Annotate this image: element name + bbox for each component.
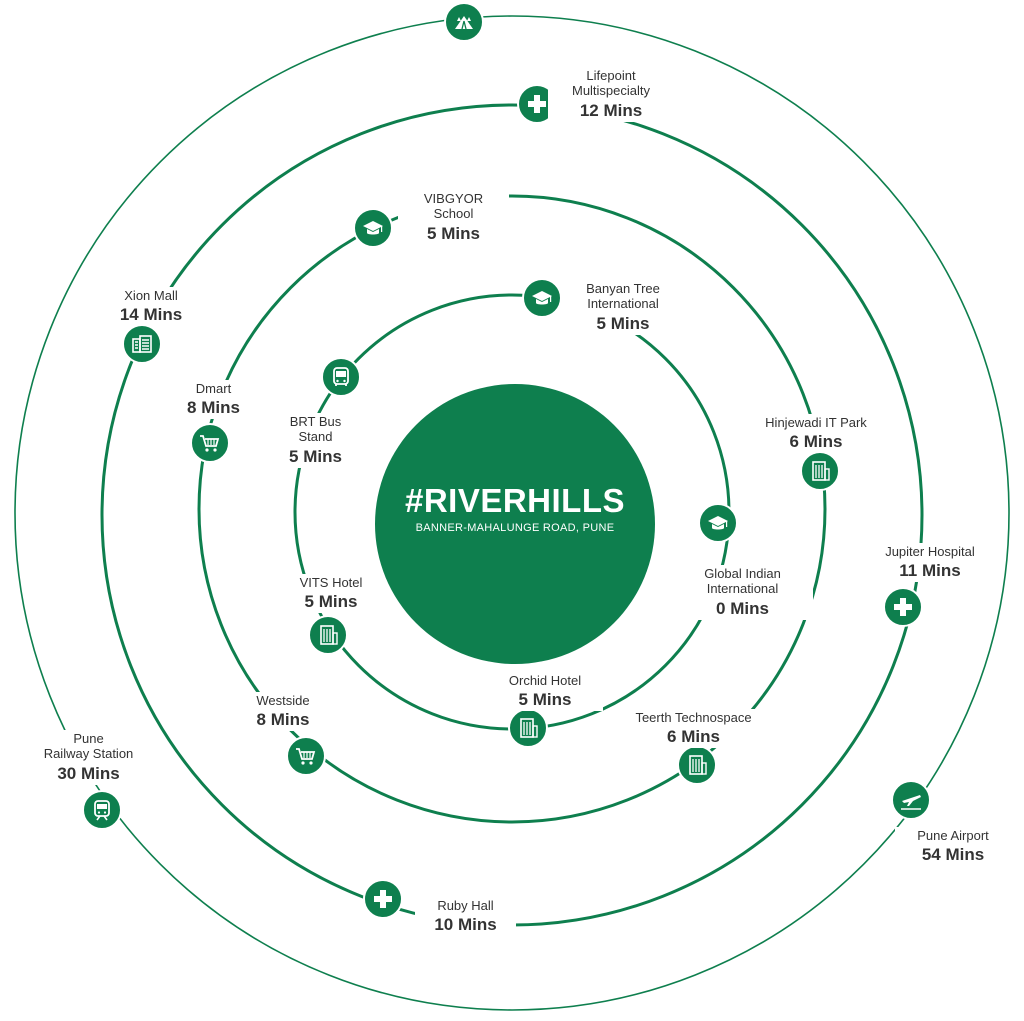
- school-icon: [708, 516, 728, 530]
- place-name: Ruby Hall: [437, 898, 494, 913]
- hinjewadi-label: Hinjewadi IT Park 6 Mins: [748, 414, 884, 454]
- travel-time: 5 Mins: [289, 446, 342, 466]
- building-icon: [320, 625, 338, 645]
- hospital-icon: [894, 598, 912, 616]
- project-address: BANNER-MAHALUNGE ROAD, PUNE: [415, 522, 615, 534]
- travel-time: 10 Mins: [434, 915, 497, 935]
- ring-3: [197, 194, 827, 824]
- travel-time: 12 Mins: [579, 100, 643, 120]
- building-icon: [812, 461, 830, 481]
- hospital-icon: [528, 95, 546, 113]
- place-name: VITS Hotel: [299, 575, 363, 590]
- building-icon: [689, 755, 707, 775]
- place-name: Teerth Technospace: [635, 710, 752, 725]
- plane-icon: [901, 795, 921, 810]
- xion-node: [122, 324, 162, 364]
- rubyhall-label: Ruby Hall 10 Mins: [415, 897, 516, 937]
- vits-label: VITS Hotel 5 Mins: [278, 574, 384, 614]
- place-name: BRT Bus Stand: [289, 414, 342, 445]
- dmart-node: [190, 423, 230, 463]
- vits-node: [308, 615, 348, 655]
- travel-time: 0 Mins: [716, 598, 769, 618]
- building-icon: [520, 718, 538, 738]
- place-name: Orchid Hotel: [508, 673, 582, 688]
- place-name: Jupiter Hospital: [885, 544, 975, 559]
- hospital-icon: [374, 890, 392, 908]
- hinjewadi-node: [800, 451, 840, 491]
- place-name: Pune Airport: [917, 828, 989, 843]
- orchid-node: [508, 708, 548, 748]
- vibgyor-node: [353, 208, 393, 248]
- xion-label: Xion Mall 14 Mins: [98, 287, 204, 327]
- travel-time: 5 Mins: [427, 223, 480, 243]
- westside-label: Westside 8 Mins: [230, 692, 336, 732]
- global-node: [698, 503, 738, 543]
- project-title: #RIVERHILLS: [404, 482, 626, 519]
- teerth-node: [677, 745, 717, 785]
- travel-time: 6 Mins: [667, 727, 720, 747]
- railway-node: [82, 790, 122, 830]
- school-icon: [363, 221, 383, 235]
- dmart-label: Dmart 8 Mins: [163, 380, 264, 420]
- travel-time: 8 Mins: [187, 398, 240, 418]
- place-name: Lifepoint Multispecialty: [571, 68, 651, 99]
- travel-time: 11 Mins: [899, 561, 961, 581]
- brt-node: [321, 357, 361, 397]
- travel-time: 5 Mins: [596, 313, 650, 333]
- westside-node: [286, 736, 326, 776]
- place-name: Dmart: [195, 381, 232, 396]
- rubyhall-node: [363, 879, 403, 919]
- jupiter-label: Jupiter Hospital 11 Mins: [862, 543, 998, 583]
- park-node: [444, 2, 484, 42]
- mall-icon: [132, 335, 152, 353]
- train-icon: [94, 800, 110, 821]
- project-center-circle: #RIVERHILLS BANNER-MAHALUNGE ROAD, PUNE: [375, 384, 655, 664]
- travel-time: 14 Mins: [119, 305, 183, 325]
- travel-time: 30 Mins: [57, 763, 120, 783]
- orchid-label: Orchid Hotel 5 Mins: [487, 672, 603, 712]
- airport-node: [891, 780, 931, 820]
- cart-icon: [200, 435, 220, 452]
- place-name: Banyan Tree International: [586, 281, 660, 312]
- place-name: Global Indian International: [704, 566, 781, 597]
- cart-icon: [296, 748, 316, 765]
- outer-orbit-ring: [14, 15, 1010, 1011]
- place-name: VIBGYOR School: [423, 191, 484, 222]
- park-icon: [455, 16, 473, 30]
- place-name: Westside: [256, 693, 310, 708]
- travel-time: 54 Mins: [921, 845, 985, 865]
- travel-time: 5 Mins: [304, 592, 358, 612]
- bus-icon: [333, 367, 349, 386]
- place-name: Xion Mall: [124, 288, 178, 303]
- teerth-label: Teerth Technospace 6 Mins: [618, 709, 769, 749]
- school-icon: [532, 291, 552, 305]
- travel-time: 8 Mins: [256, 710, 310, 730]
- airport-label: Pune Airport 54 Mins: [895, 827, 1011, 867]
- travel-time: 5 Mins: [518, 690, 572, 710]
- place-name: Pune Railway Station: [43, 731, 134, 762]
- banyan-node: [522, 278, 562, 318]
- place-name: Hinjewadi IT Park: [765, 415, 867, 430]
- travel-time: 6 Mins: [789, 432, 843, 452]
- jupiter-node: [883, 587, 923, 627]
